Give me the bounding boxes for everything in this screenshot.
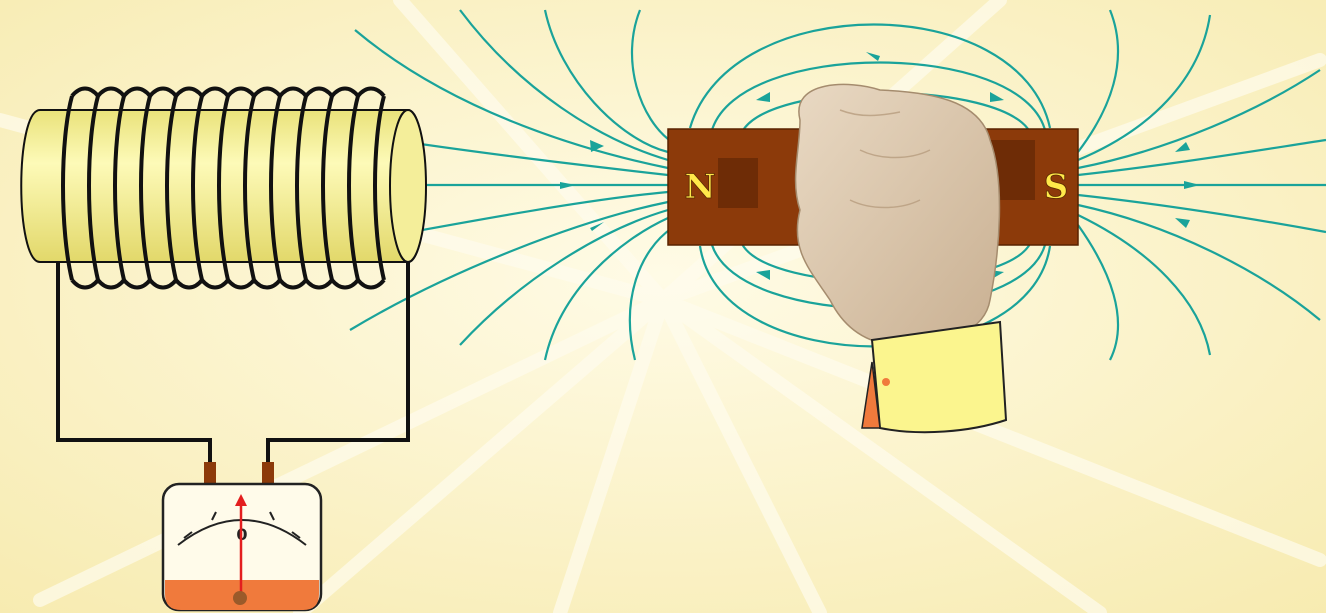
circuit-wires — [56, 262, 410, 470]
needle-arrow — [235, 494, 247, 506]
hand-icon — [794, 83, 1008, 434]
north-pole-label: N — [684, 167, 715, 207]
solenoid-coil — [20, 86, 427, 290]
magnet-north-patch — [718, 158, 758, 208]
shirt-cuff — [870, 320, 1008, 434]
needle-pivot — [233, 591, 247, 605]
coil-windings — [61, 86, 386, 290]
galvanometer: 0 — [161, 462, 323, 612]
terminal-right — [262, 462, 274, 484]
meter-ticks — [183, 511, 301, 539]
terminal-left — [204, 462, 216, 484]
south-pole-label: S — [1044, 167, 1069, 207]
sleeve-edge — [861, 361, 881, 429]
coil-opening — [389, 109, 427, 263]
cuff-button — [882, 378, 890, 386]
hand-fist — [794, 83, 1001, 346]
knuckle-lines — [839, 109, 931, 209]
